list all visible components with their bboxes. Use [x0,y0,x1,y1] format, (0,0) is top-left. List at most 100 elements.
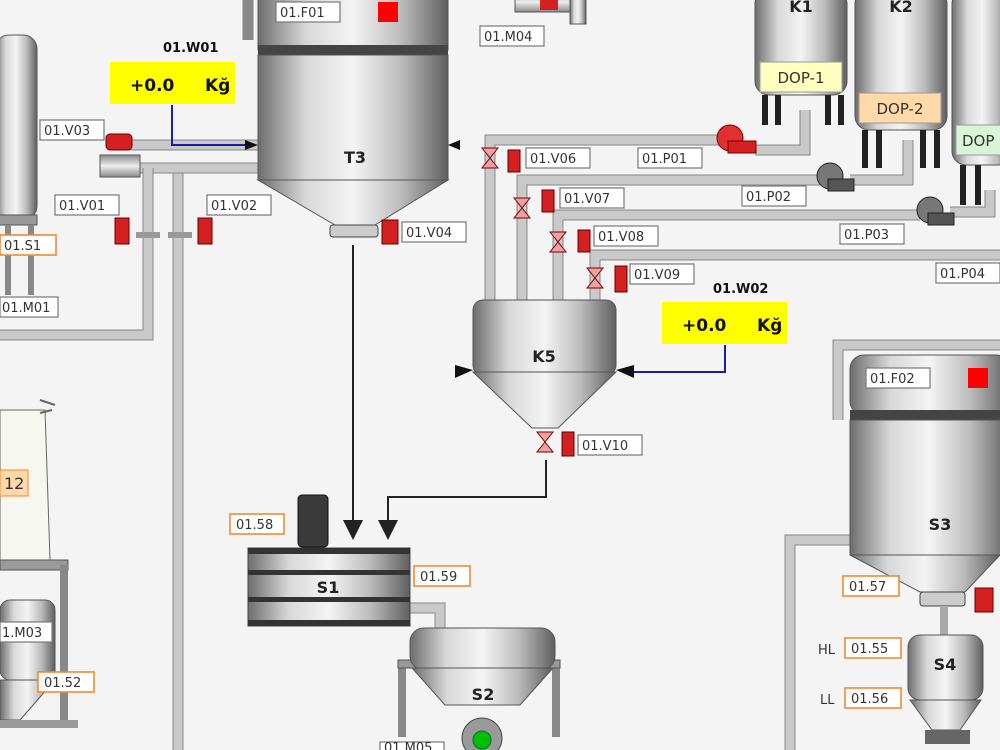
tank-s3[interactable]: S3 [849,354,1000,607]
tag-v06[interactable]: 01.V06 [525,147,591,169]
svg-text:01.M04: 01.M04 [484,30,532,45]
dop2-label: DOP-2 [876,100,923,118]
valve-v09[interactable] [585,265,628,293]
valve-v02[interactable] [168,217,213,245]
w02-display[interactable] [662,302,787,344]
valve-v10[interactable] [535,431,575,457]
svg-text:1.M03: 1.M03 [2,626,42,641]
w01-name: 01.W01 [163,41,218,56]
tank-s2[interactable]: S2 [397,627,561,750]
tag-s59[interactable]: 01.59 [413,565,471,587]
dop1-box [759,61,843,93]
tag-m05[interactable]: 01.M05 [379,741,445,750]
tag-f02[interactable]: 01.F02 [865,367,931,389]
motor-m04[interactable] [514,0,587,25]
tag-s58[interactable]: 01.58 [229,513,285,535]
tag-v02[interactable]: 01.V02 [206,194,272,216]
svg-text:01.P02: 01.P02 [746,190,791,205]
svg-text:01.V01: 01.V01 [59,199,105,214]
w01-signal-line [171,105,250,146]
s1-motor [297,494,329,548]
tag-f01[interactable]: 01.F01 [275,1,341,23]
s2-label: S2 [472,685,495,704]
dop1-label: DOP-1 [777,69,824,87]
level-ll-label: LL [820,693,835,708]
silo-k3[interactable]: DOP [951,0,1000,205]
tag-v09[interactable]: 01.V09 [629,263,695,285]
level-hl-label: HL [818,643,836,658]
valve-v08[interactable] [548,229,591,253]
svg-text:01.V04: 01.V04 [406,226,452,241]
tank-s4[interactable]: S4 [907,606,984,744]
w02-unit: Kğ [757,316,782,336]
silo-k2[interactable]: K2 DOP-2 [854,0,948,168]
tag-s56[interactable]: 01.56 [844,687,902,709]
tank-t3[interactable]: T3 [245,0,460,238]
w01-display[interactable] [110,62,235,104]
pump-p01[interactable] [716,124,757,154]
tag-m03[interactable]: 1.M03 [0,621,53,643]
tag-v07[interactable]: 01.V07 [559,187,625,209]
tank-s1[interactable]: S1 [247,494,411,627]
k5-label: K5 [532,347,556,366]
svg-text:01.58: 01.58 [236,518,273,533]
svg-text:01.56: 01.56 [851,692,888,707]
tag-p01[interactable]: 01.P01 [637,147,703,169]
tag-bag-12[interactable]: 12 [0,469,29,497]
valve-v07[interactable] [512,189,555,219]
k2-label: K2 [889,0,913,16]
valve-s3-outlet[interactable] [974,587,994,613]
flow-k5-to-s1 [378,460,547,540]
valve-v01[interactable] [114,217,160,245]
svg-text:01.F01: 01.F01 [280,6,325,21]
tag-m04[interactable]: 01.M04 [479,25,545,47]
valve-v03[interactable] [99,133,141,178]
silo-k1[interactable]: K1 DOP-1 [754,0,848,125]
left-silo [0,34,38,295]
s3-alarm-indicator [968,368,988,388]
t3-label: T3 [344,148,366,167]
s1-label: S1 [317,578,340,597]
dop3-label: DOP [962,132,994,150]
w01-unit: Kğ [205,76,230,96]
svg-text:01.S1: 01.S1 [4,239,41,254]
tag-p02[interactable]: 01.P02 [741,185,807,207]
tag-m01[interactable]: 01.M01 [0,296,59,318]
valve-v04[interactable] [381,219,399,245]
svg-text:01.V02: 01.V02 [211,199,257,214]
tag-s55[interactable]: 01.55 [844,637,902,659]
tag-v04[interactable]: 01.V04 [401,221,467,243]
svg-text:01.V09: 01.V09 [634,268,680,283]
tag-v08[interactable]: 01.V08 [593,225,659,247]
pump-p03[interactable] [916,196,955,226]
svg-text:01.55: 01.55 [851,642,888,657]
pump-p02[interactable] [816,162,855,192]
tag-s52[interactable]: 01.52 [37,671,95,693]
tag-v01[interactable]: 01.V01 [54,194,120,216]
dop2-box [858,92,942,124]
tag-s1[interactable]: 01.S1 [0,234,57,256]
tag-p04[interactable]: 01.P04 [935,262,1000,284]
k1-label: K1 [789,0,813,16]
tag-v10[interactable]: 01.V10 [577,434,643,456]
svg-text:01.59: 01.59 [420,570,457,585]
tank-k5[interactable]: K5 [455,299,634,429]
tag-v03[interactable]: 01.V03 [39,119,105,141]
svg-text:01.V06: 01.V06 [530,152,576,167]
tag-p03[interactable]: 01.P03 [839,223,905,245]
dop3-box [955,124,1000,156]
svg-text:01.V03: 01.V03 [44,124,90,139]
w01-value: +0.0 [130,76,175,96]
t3-alarm-indicator [378,2,398,22]
s3-label: S3 [929,515,952,534]
valve-v06[interactable] [480,147,521,173]
svg-text:01.P04: 01.P04 [940,267,985,282]
w02-name: 01.W02 [713,282,768,297]
svg-text:12: 12 [4,474,24,493]
svg-text:01.V08: 01.V08 [598,230,644,245]
s4-label: S4 [934,655,957,674]
w02-value: +0.0 [682,316,727,336]
tag-s57[interactable]: 01.57 [842,575,900,597]
svg-text:01.M01: 01.M01 [2,301,50,316]
